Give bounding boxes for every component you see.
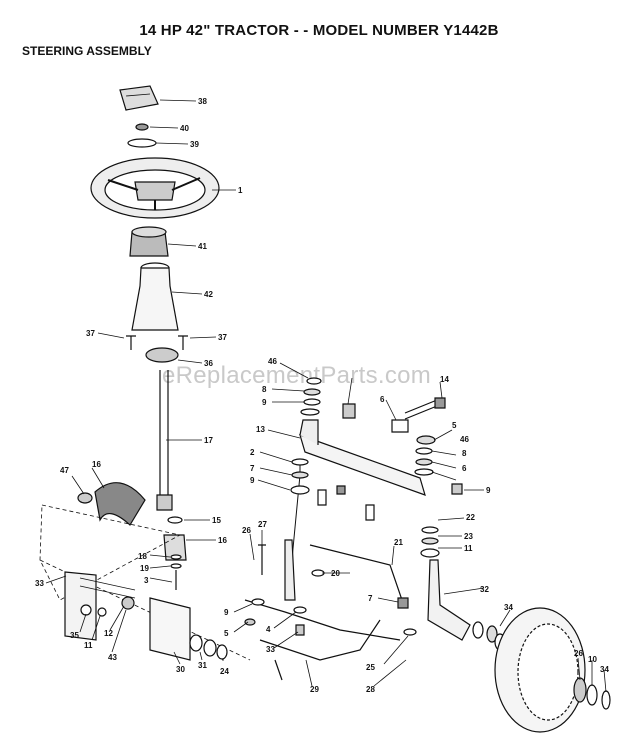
callout-20: 20: [331, 569, 340, 578]
callout-4: 4: [266, 625, 271, 634]
callout-21: 21: [394, 538, 403, 547]
callout-47: 47: [60, 466, 69, 475]
callout-9: 9: [486, 486, 491, 495]
callout-15: 15: [212, 516, 221, 525]
callout-24: 24: [220, 667, 229, 676]
callout-8: 8: [462, 449, 467, 458]
callout-19: 19: [140, 564, 149, 573]
diagram-title: 14 HP 42" TRACTOR - - MODEL NUMBER Y1442…: [139, 22, 499, 39]
callout-26: 26: [242, 526, 251, 535]
callout-27: 27: [258, 520, 267, 529]
callout-36: 36: [204, 359, 213, 368]
callout-9: 9: [262, 398, 267, 407]
callout-38: 38: [198, 97, 207, 106]
callout-30: 30: [176, 665, 185, 674]
callout-3: 3: [144, 576, 149, 585]
callout-7: 7: [250, 464, 255, 473]
callout-46: 46: [268, 357, 277, 366]
watermark: eReplacementParts.com: [162, 362, 432, 389]
callout-12: 12: [104, 629, 113, 638]
callout-5: 5: [452, 421, 457, 430]
callout-29: 29: [310, 685, 319, 694]
callout-40: 40: [180, 124, 189, 133]
callout-17: 17: [204, 436, 213, 445]
callout-44: 44: [0, 0, 9, 2]
callout-11: 11: [84, 641, 93, 650]
callout-34: 34: [504, 603, 513, 612]
callout-11: 11: [464, 544, 473, 553]
callout-46: 46: [460, 435, 469, 444]
callout-7: 7: [368, 594, 373, 603]
callout-16: 16: [92, 460, 101, 469]
callout-8: 8: [262, 385, 267, 394]
callout-16: 16: [218, 536, 227, 545]
callout-2: 2: [250, 448, 255, 457]
callout-37: 37: [218, 333, 227, 342]
callout-14: 14: [440, 375, 449, 384]
callout-45: 45: [0, 0, 9, 2]
callout-33: 33: [266, 645, 275, 654]
callout-43: 43: [0, 0, 9, 2]
callout-42: 42: [204, 290, 213, 299]
callout-26: 26: [574, 649, 583, 658]
callout-32: 32: [480, 585, 489, 594]
callout-6: 6: [462, 464, 467, 473]
callout-35: 35: [70, 631, 79, 640]
callout-9: 9: [224, 608, 229, 617]
callout-9: 9: [250, 476, 255, 485]
callout-39: 39: [190, 140, 199, 149]
section-subtitle: STEERING ASSEMBLY: [22, 44, 152, 58]
callout-33: 33: [35, 579, 44, 588]
callout-31: 31: [198, 661, 207, 670]
callout-37: 37: [86, 329, 95, 338]
callout-28: 28: [366, 685, 375, 694]
callout-43: 43: [108, 653, 117, 662]
callout-5: 5: [224, 629, 229, 638]
callout-13: 13: [256, 425, 265, 434]
callout-34: 34: [600, 665, 609, 674]
callout-18: 18: [138, 552, 147, 561]
callout-10: 10: [588, 655, 597, 664]
callout-23: 23: [464, 532, 473, 541]
callout-41: 41: [198, 242, 207, 251]
callout-22: 22: [466, 513, 475, 522]
callout-35: 35: [0, 0, 9, 2]
callout-6: 6: [380, 395, 385, 404]
callout-25: 25: [366, 663, 375, 672]
callout-1: 1: [238, 186, 243, 195]
